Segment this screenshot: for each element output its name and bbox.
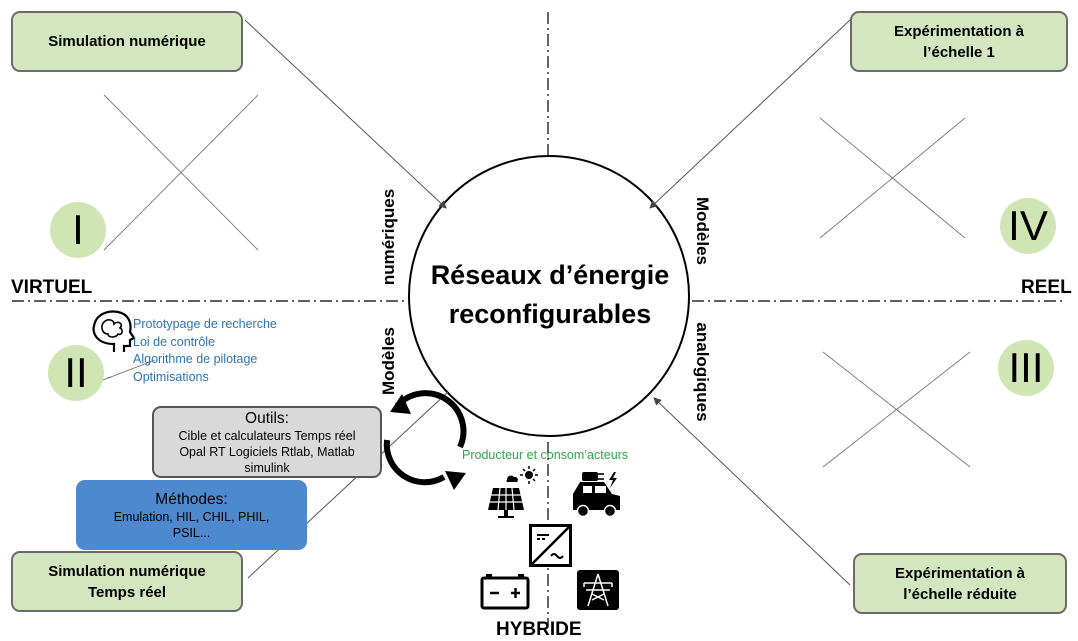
center-circle [408,155,690,437]
list-item: - Optimisations [107,369,277,387]
arrow-top-left [244,19,447,209]
box-experimentation-echelle-1: Expérimentation à l’échelle 1 [850,11,1068,72]
methodes-line1: Emulation, HIL, CHIL, PHIL, [113,509,270,524]
box-exp-red-line1: Expérimentation à [894,564,1026,582]
outils-box: Outils: Cible et calculateurs Temps réel… [152,406,382,478]
axis-label-reel: REEL [1021,277,1072,298]
converter-icon [529,524,572,567]
arrow-top-right [649,19,851,209]
box-sim-tr-line1: Simulation numérique [48,562,206,580]
pylon-icon [577,570,619,610]
box-simulation-numerique-label: Simulation numérique [48,33,206,50]
box-sim-tr-line2: Temps réel [87,583,167,601]
box-simulation-temps-reel: Simulation numérique Temps réel [11,551,243,612]
quadrant-i-badge: I [50,202,106,258]
solar-panel-icon [488,466,538,518]
box-exp1-line1: Expérimentation à [893,22,1025,40]
quadrant-iv-badge: IV [1000,198,1056,254]
center-title-line1: Réseaux d’énergie [430,260,670,290]
outils-line3: simulink [244,460,290,475]
list-item: Loi de contrôle [133,334,216,349]
list-item: Algorithme de pilotage [133,352,258,366]
label-analogiques: analogiques [693,322,712,422]
list-item-label: Optimisations [133,369,209,384]
electric-car-icon [573,472,620,518]
outils-line2: Opal RT Logiciels Rtlab, Matlab [179,444,355,459]
list-dash: - [107,369,112,384]
box-exp-red-line2: l’échelle réduite [903,585,1017,603]
producteurs-label: Producteur et consom’acteurs [462,448,629,462]
center-title-line2: reconfigurables [448,299,652,329]
box-experimentation-echelle-reduite: Expérimentation à l’échelle réduite [853,553,1067,614]
quadrant-ii-badge: II [48,345,104,401]
quadrant-iii-badge: III [998,340,1054,396]
axis-label-hybride: HYBRIDE [496,619,582,640]
label-modeles-left: Modèles [379,326,398,396]
box-simulation-numerique: Simulation numérique [11,11,243,72]
outils-title: Outils: [245,409,289,427]
methodes-line2: PSIL... [172,525,211,540]
methodes-box: Méthodes: Emulation, HIL, CHIL, PHIL, PS… [76,480,307,550]
axis-label-virtuel: VIRTUEL [11,277,93,298]
center-title: Réseaux d’énergie reconfigurables [412,256,688,334]
label-modeles-right: Modèles [693,196,712,266]
outils-line1: Cible et calculateurs Temps réel [178,428,356,443]
box-exp1-line2: l’échelle 1 [923,43,995,61]
label-numeriques: numériques [379,188,398,286]
refresh-cycle-icon [383,390,467,486]
battery-icon [480,574,530,610]
brain-head-icon [92,310,136,352]
list-item: Prototypage de recherche [133,317,277,331]
research-list: Prototypage de recherche Loi de contrôle… [107,316,277,387]
arrow-bottom-right [653,397,851,586]
methodes-title: Méthodes: [155,490,228,508]
